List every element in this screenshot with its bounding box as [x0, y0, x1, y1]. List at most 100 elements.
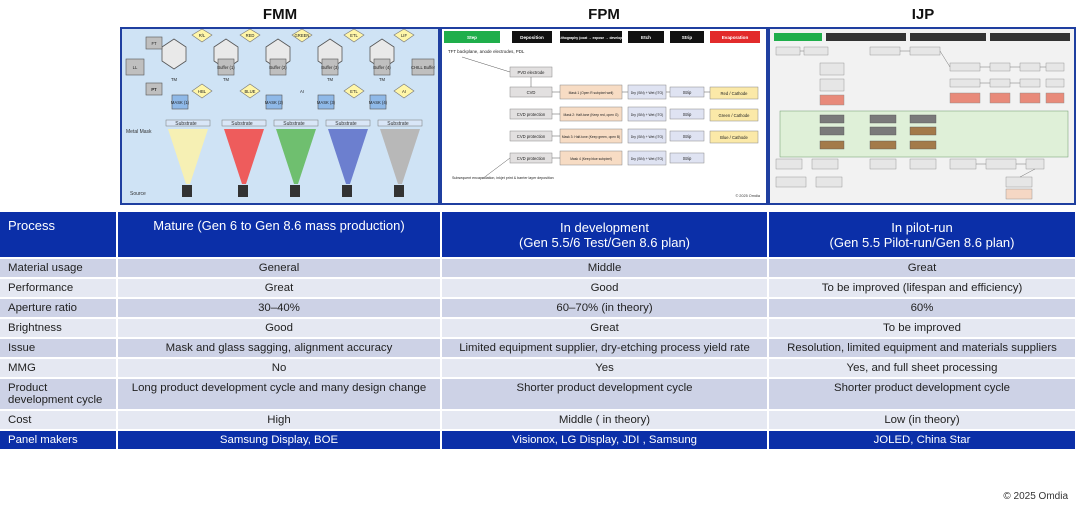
fpm-cvd-protection-3: CVD protection	[517, 156, 546, 161]
table-row: Issue Mask and glass sagging, alignment …	[0, 338, 1077, 359]
fpm-header-strip: Strip	[682, 35, 693, 40]
fmm-label-green: GREEN	[295, 33, 310, 38]
fmm-label-etl: ETL	[350, 33, 358, 38]
row-label: Aperture ratio	[0, 298, 118, 319]
cell-ijp: Yes, and full sheet processing	[768, 358, 1077, 379]
fpm-header-lithography: Lithography (coat → expose → develop)	[559, 36, 624, 40]
fmm-diagram-svg: FT R/L RED GREEN ETL LIF LL PT Buffer (1…	[125, 29, 436, 197]
header-fmm: Mature (Gen 6 to Gen 8.6 mass production…	[117, 212, 442, 259]
fpm-etch-2: Dry (SiN) + Wet (ITO)	[631, 113, 664, 117]
cell-ijp: To be improved	[768, 318, 1077, 339]
fmm-bottom-ai-1: AI	[402, 89, 406, 94]
fmm-mask-4: MASK (4)	[369, 100, 388, 105]
header-ijp: In pilot-run (Gen 5.5 Pilot-run/Gen 8.6 …	[768, 212, 1077, 259]
cell-fmm: No	[117, 358, 442, 379]
fpm-strip-1: Strip	[683, 90, 692, 95]
row-label: Brightness	[0, 318, 118, 339]
fmm-bottom-hbl: HBL	[198, 89, 207, 94]
fpm-strip-4: Strip	[683, 156, 692, 161]
fpm-etch-1: Dry (SiN) + Wet (ITO)	[631, 91, 664, 95]
cell-fpm: Middle ( in theory)	[441, 410, 769, 431]
fmm-tm-4: TM	[379, 77, 386, 82]
cell-fpm: Good	[441, 278, 769, 299]
fmm-substrate-2: Substrate	[231, 121, 253, 127]
row-label: Product development cycle	[0, 378, 118, 411]
table-row: Product development cycle Long product d…	[0, 378, 1077, 411]
fmm-tm-3: TM	[327, 77, 334, 82]
cell-fpm: Limited equipment supplier, dry-etching …	[441, 338, 769, 359]
table-row: MMG No Yes Yes, and full sheet processin…	[0, 358, 1077, 379]
table-row: Aperture ratio 30–40% 60–70% (in theory)…	[0, 298, 1077, 319]
fpm-intro: TFT backplane, anode electrodes, PDL	[448, 49, 525, 54]
fmm-source: Source	[130, 191, 146, 197]
cell-ijp: Resolution, limited equipment and materi…	[768, 338, 1077, 359]
fpm-etch-4: Dry (SiN) + Wet (ITO)	[631, 157, 664, 161]
row-label: Material usage	[0, 258, 118, 279]
cell-fpm: Middle	[441, 258, 769, 279]
fmm-buffer-2: Buffer (2)	[269, 65, 287, 70]
row-label: Panel makers	[0, 430, 118, 451]
fmm-label-ll: LL	[133, 65, 138, 70]
fmm-diagram: FT R/L RED GREEN ETL LIF LL PT Buffer (1…	[120, 27, 440, 205]
fmm-tm-2: TM	[223, 77, 230, 82]
fmm-bottom-pt: PT	[151, 87, 157, 92]
fpm-strip-3: Strip	[683, 134, 692, 139]
fpm-etch-3: Dry (SiN) + Wet (ITO)	[631, 135, 664, 139]
table-row: Cost High Middle ( in theory) Low (in th…	[0, 410, 1077, 431]
fpm-cvd: CVD	[527, 90, 536, 95]
fpm-mask-4: Mask 4 (Keep blue subpixel)	[570, 157, 612, 161]
fmm-buffer-3: Buffer (3)	[321, 65, 339, 70]
copyright-footer: © 2025 Omdia	[1003, 491, 1068, 502]
row-label: MMG	[0, 358, 118, 379]
row-label: Performance	[0, 278, 118, 299]
cell-fmm: 30–40%	[117, 298, 442, 319]
fmm-substrate-1: Substrate	[175, 121, 197, 127]
cell-ijp: Low (in theory)	[768, 410, 1077, 431]
cell-ijp: Shorter product development cycle	[768, 378, 1077, 411]
fpm-header-etch: Etch	[641, 35, 651, 40]
cell-ijp: 60%	[768, 298, 1077, 319]
fpm-cvd-protection-2: CVD protection	[517, 134, 546, 139]
fmm-buffer-4: Buffer (4)	[373, 65, 391, 70]
fpm-header-step: Step	[467, 35, 477, 40]
row-label: Issue	[0, 338, 118, 359]
fmm-tm-1: TM	[171, 77, 178, 82]
fpm-diagram-svg: Step Deposition Lithography (coat → expo…	[444, 31, 761, 198]
ijp-title: IJP	[911, 6, 935, 23]
fpm-pvd: PVD electrode	[518, 70, 546, 75]
fpm-cvd-protection-1: CVD protection	[517, 112, 546, 117]
cell-fmm: Great	[117, 278, 442, 299]
cell-fmm: Long product development cycle and many …	[117, 378, 442, 411]
fpm-evap-blue: Blue / Cathode	[720, 135, 748, 140]
fmm-label-ft: FT	[151, 41, 157, 46]
fmm-title: FMM	[262, 6, 298, 23]
fmm-label-rl: R/L	[199, 33, 206, 38]
table-row: Panel makers Samsung Display, BOE Vision…	[0, 430, 1077, 451]
fmm-buffer-chill: CHILL Buffer	[411, 65, 436, 70]
cell-fmm: Good	[117, 318, 442, 339]
fmm-mask-2: MASK (2)	[265, 100, 284, 105]
fpm-header-evaporation: Evaporation	[722, 35, 749, 40]
cell-fpm: Great	[441, 318, 769, 339]
cell-fpm: 60–70% (in theory)	[441, 298, 769, 319]
fpm-strip-2: Strip	[683, 112, 692, 117]
fpm-title: FPM	[588, 6, 620, 23]
cell-ijp: JOLED, China Star	[768, 430, 1077, 451]
header-fpm: In development (Gen 5.5/6 Test/Gen 8.6 p…	[441, 212, 769, 259]
row-label: Cost	[0, 410, 118, 431]
cell-fpm: Yes	[441, 358, 769, 379]
fpm-evap-green: Green / Cathode	[719, 113, 751, 118]
fpm-header-deposition: Deposition	[520, 35, 544, 40]
cell-fpm: Shorter product development cycle	[441, 378, 769, 411]
table-row: Performance Great Good To be improved (l…	[0, 278, 1077, 299]
fpm-mask-2: Mask 2: Half-tone (Keep red, open G)	[564, 113, 619, 117]
fmm-label-pt: PT	[151, 87, 157, 92]
fmm-label-red: RED	[246, 33, 255, 38]
cell-fpm: Visionox, LG Display, JDI , Samsung	[441, 430, 769, 451]
fmm-metal-mask: Metal Mask	[126, 129, 152, 135]
fmm-bottom-ai-2: AI	[300, 89, 304, 94]
cell-fmm: High	[117, 410, 442, 431]
fmm-bottom-etl: ETL	[350, 89, 358, 94]
fpm-mask-1: Mask 1 (Open R subpixel well)	[569, 91, 614, 95]
cell-fmm: Mask and glass sagging, alignment accura…	[117, 338, 442, 359]
